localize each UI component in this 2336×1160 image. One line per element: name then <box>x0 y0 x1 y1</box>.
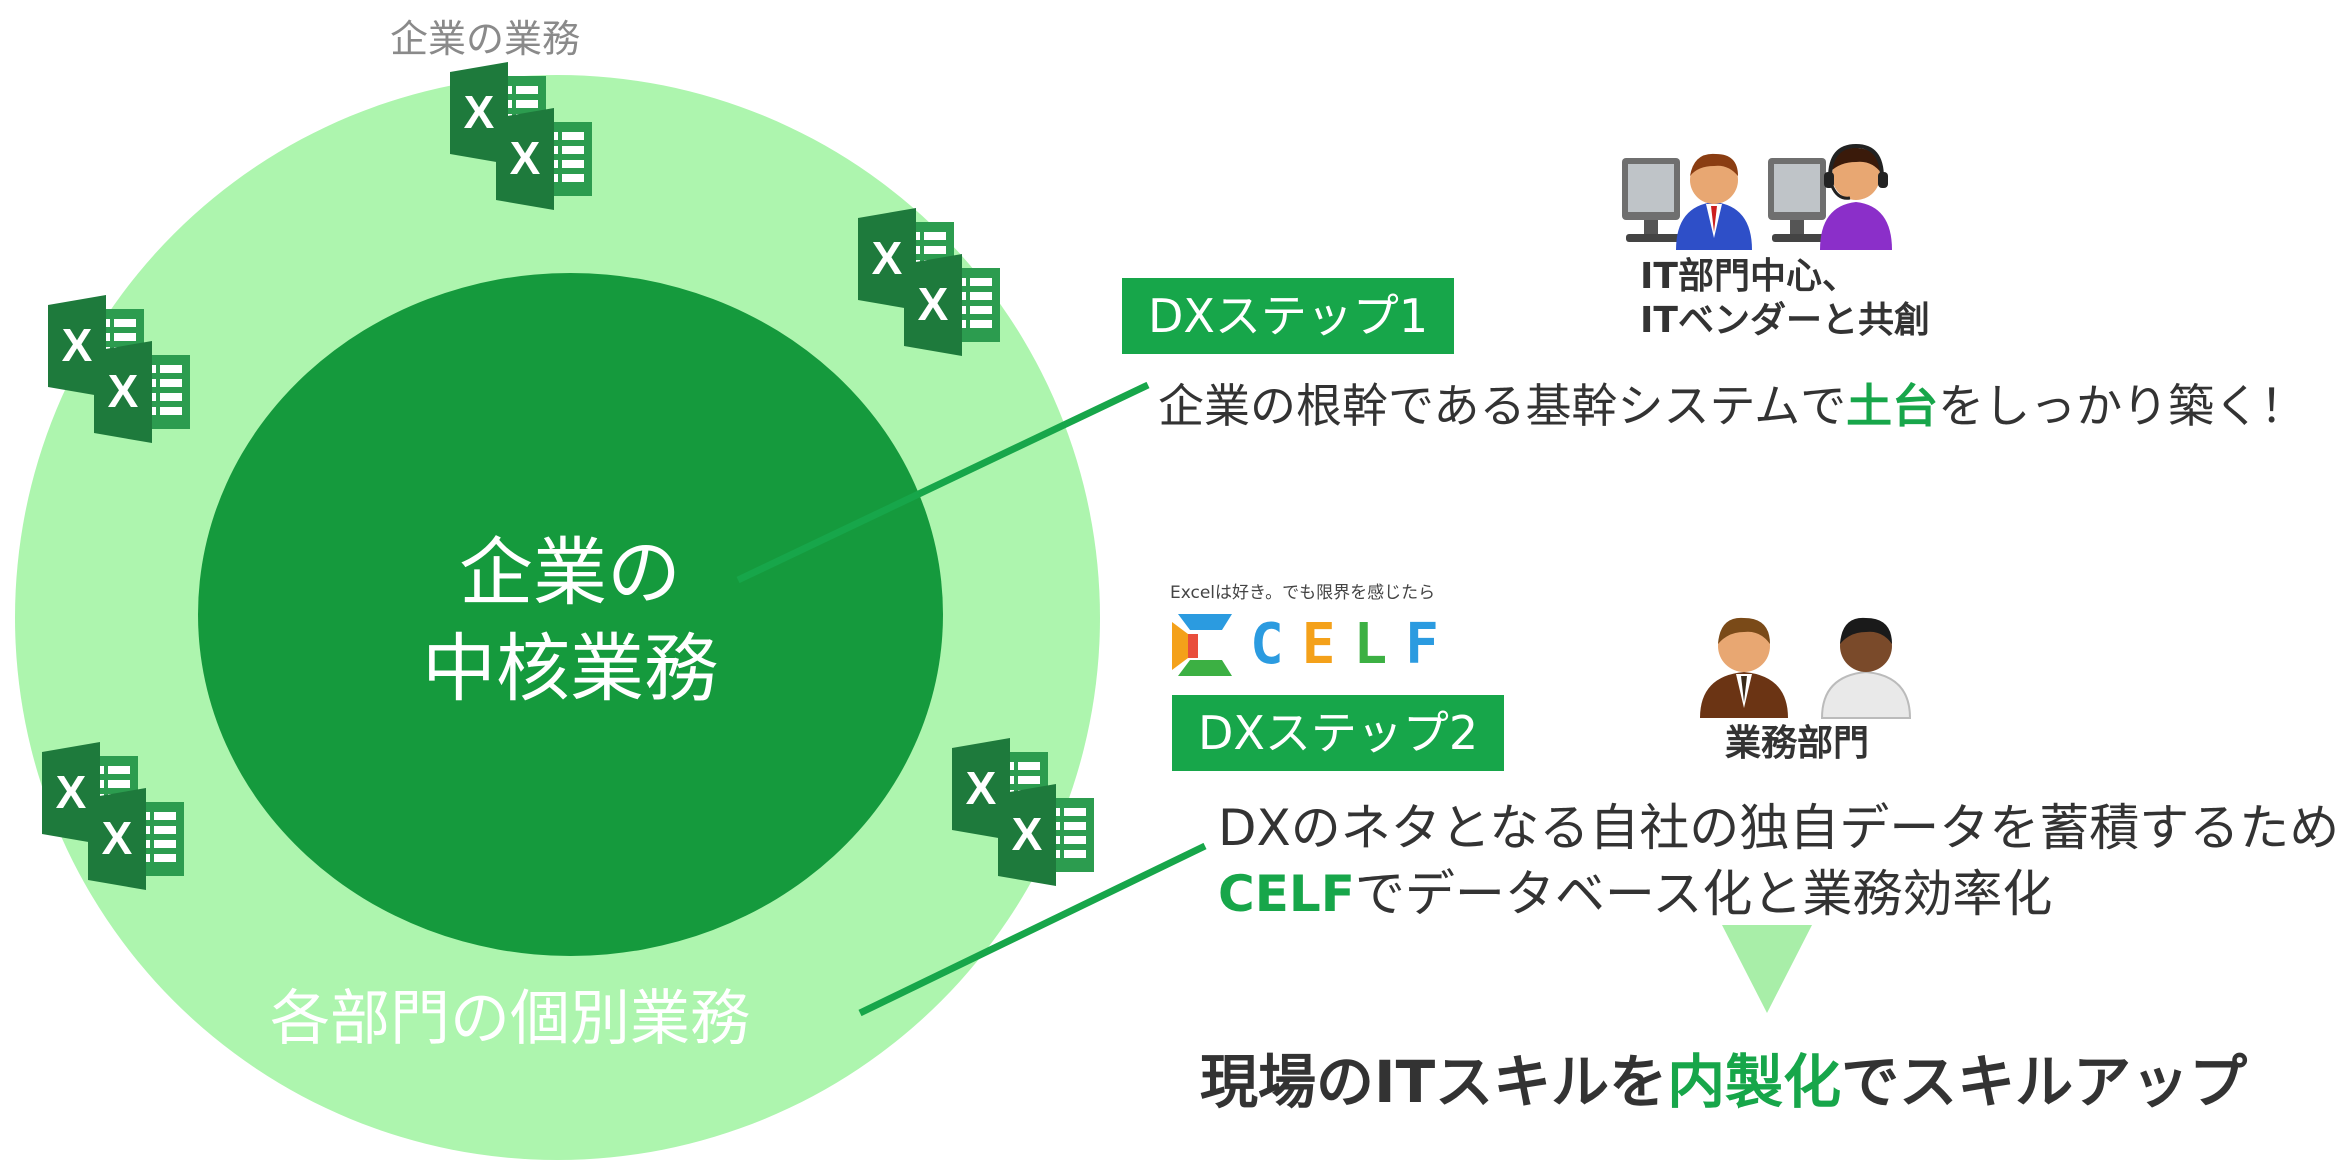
inner-circle <box>198 273 943 956</box>
celf-letter-e: E <box>1301 612 1354 677</box>
connector-line-step1 <box>736 381 1150 584</box>
business-staff-icon <box>1700 617 1912 719</box>
conclusion-after: でスキルアップ <box>1841 1048 2248 1116</box>
it-group-label: IT部門中心、 ITベンダーと共創 <box>1640 255 1930 343</box>
it-group-label-line1: IT部門中心、 <box>1640 256 1858 297</box>
connector-line-step2 <box>858 842 1207 1017</box>
step2-line2-highlight: CELF <box>1218 865 1355 923</box>
it-staff-icon <box>1622 143 1892 250</box>
down-arrow-icon <box>1722 925 1812 1013</box>
step1-text-before: 企業の根幹である基幹システムで <box>1158 379 1847 433</box>
step1-text: 企業の根幹である基幹システムで土台をしっかり築く！ <box>1158 370 2306 436</box>
step1-text-highlight: 土台 <box>1846 379 1939 433</box>
step1-text-after: をしっかり築く！ <box>1938 379 2307 433</box>
it-group-label-line2: ITベンダーと共創 <box>1640 300 1930 341</box>
celf-logo-icon <box>1172 614 1232 676</box>
conclusion-highlight: 内製化 <box>1667 1048 1842 1116</box>
step2-line2-rest: でデータベース化と業務効率化 <box>1354 865 2053 923</box>
celf-letter-f: F <box>1405 612 1457 677</box>
celf-letter-l: L <box>1353 612 1406 677</box>
center-label-line2: 中核業務 <box>422 626 718 712</box>
conclusion-before: 現場のITスキルを <box>1200 1048 1668 1116</box>
celf-tagline: Excelは好き。でも限界を感じたら <box>1170 583 1436 603</box>
center-label: 企業の 中核業務 <box>330 525 810 717</box>
business-group-label: 業務部門 <box>1725 723 1870 764</box>
step2-badge: DXステップ2 <box>1172 695 1505 771</box>
outer-label: 各部門の個別業務 <box>270 984 750 1054</box>
conclusion-text: 現場のITスキルを内製化でスキルアップ <box>1200 1035 2247 1119</box>
step2-line1: DXのネタとなる自社の独自データを蓄積するために <box>1218 799 2336 857</box>
step1-badge: DXステップ1 <box>1122 278 1455 354</box>
top-label: 企業の業務 <box>390 17 581 61</box>
connector-lines <box>736 381 1207 1017</box>
celf-logo-word: CELF <box>1250 612 1457 677</box>
step2-text: DXのネタとなる自社の独自データを蓄積するために CELFでデータベース化と業務… <box>1218 795 2336 927</box>
center-label-line1: 企業の <box>459 530 681 616</box>
step2-line2: CELFでデータベース化と業務効率化 <box>1218 861 2336 927</box>
celf-letter-c: C <box>1250 612 1302 677</box>
